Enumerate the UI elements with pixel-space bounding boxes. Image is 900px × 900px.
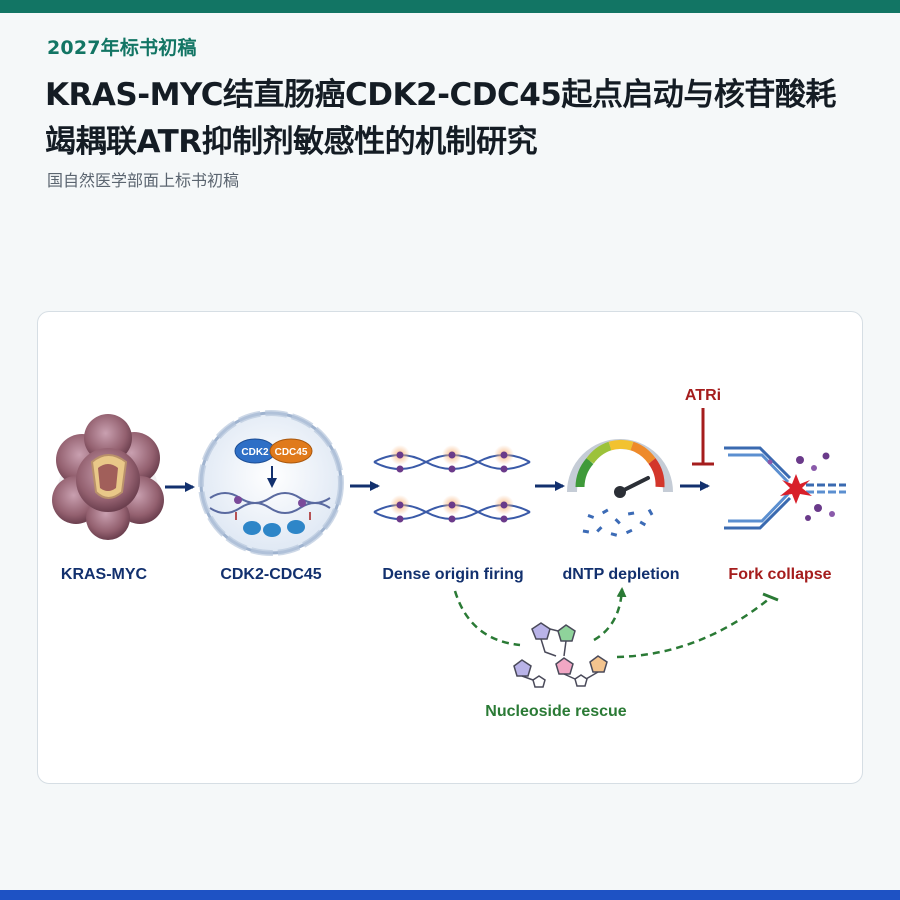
atri-label: ATRi [685,387,721,404]
cdc45-protein-label: CDC45 [275,447,308,458]
dashed-inhibit-rescue-to-fork [616,597,771,659]
collapsed-fork-icon [724,446,846,530]
replication-bubbles-icon [373,445,531,523]
node-label-kras-myc: KRAS-MYC [61,566,148,583]
node-label-dntp-depletion: dNTP depletion [562,566,679,583]
diagram-card [37,311,863,784]
dashed-link-origin-to-rescue [453,590,521,647]
node-label-cdk2-cdc45: CDK2-CDC45 [220,566,321,583]
rescue-inhibit-bar [762,592,779,602]
cdk2-protein-label: CDK2 [241,447,269,458]
tumor-organoid-icon [52,414,164,540]
nucleoside-molecules-icon [513,622,608,688]
node-label-nucleoside-rescue: Nucleoside rescue [485,703,627,720]
gauge-icon [567,439,673,537]
node-label-origin-firing: Dense origin firing [382,566,523,583]
atri-inhibition-bar [692,408,714,466]
dashed-arrow-rescue-to-dntp [593,587,627,642]
draft-year-label: 2027年标书初稿 [47,37,197,59]
cdc45-protein-icon [269,438,313,464]
page-title: KRAS-MYC结直肠癌CDK2-CDC45起点启动与核苷酸耗竭耦联ATR抑制剂… [45,77,836,160]
top-accent-bar [0,0,900,13]
node-label-fork-collapse: Fork collapse [728,566,831,583]
bottom-accent-bar [0,890,900,900]
page-subtitle: 国自然医学部面上标书初稿 [47,171,240,190]
